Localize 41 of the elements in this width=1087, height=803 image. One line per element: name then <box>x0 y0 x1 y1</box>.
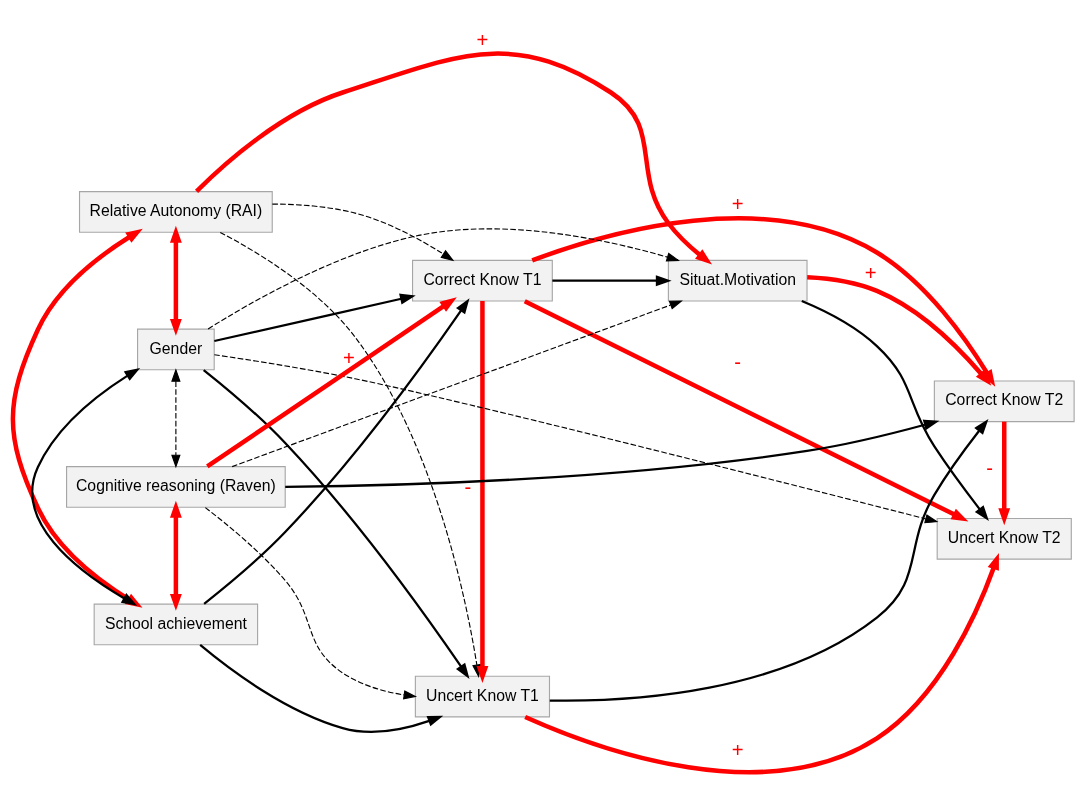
node-box: Uncert Know T2 <box>936 517 1072 560</box>
node-box: Uncert Know T1 <box>414 675 551 718</box>
edge-label: - <box>464 475 472 498</box>
node-box: Correct Know T2 <box>933 380 1075 423</box>
node-box: Correct Know T1 <box>412 259 553 302</box>
arrow <box>195 51 713 265</box>
arrow <box>531 216 996 387</box>
arrow <box>524 552 999 775</box>
arrow <box>552 275 672 287</box>
edge-label: + <box>731 738 744 761</box>
arrow <box>476 301 489 684</box>
node-box: Relative Autonomy (RAI) <box>78 191 273 233</box>
node-box: Situat.Motivation <box>667 259 808 302</box>
arrow <box>285 419 940 489</box>
arrow <box>231 300 683 468</box>
arrow <box>523 299 969 522</box>
arrow <box>807 274 992 386</box>
arrow <box>169 225 182 336</box>
arrow <box>203 298 470 605</box>
edge-label: + <box>342 346 355 369</box>
arrow <box>204 507 418 700</box>
arrow <box>206 297 457 469</box>
node-box: Gender <box>137 328 215 371</box>
arrow <box>998 421 1011 526</box>
edge-label: - <box>734 351 742 374</box>
arrow <box>202 369 470 679</box>
arrow <box>213 354 939 524</box>
edge-label: + <box>476 28 489 51</box>
arrow <box>801 300 989 522</box>
arrow <box>199 644 444 733</box>
node-box: School achievement <box>93 603 259 646</box>
arrow <box>549 419 989 702</box>
edge-label: + <box>864 262 877 285</box>
arrow <box>207 228 681 330</box>
arrow <box>271 203 455 262</box>
edge-label: + <box>731 193 744 216</box>
arrow <box>214 293 416 343</box>
edge-label: - <box>986 457 993 479</box>
node-box: Cognitive reasoning (Raven) <box>66 466 286 508</box>
arrow <box>169 500 182 611</box>
arrow <box>171 368 181 469</box>
